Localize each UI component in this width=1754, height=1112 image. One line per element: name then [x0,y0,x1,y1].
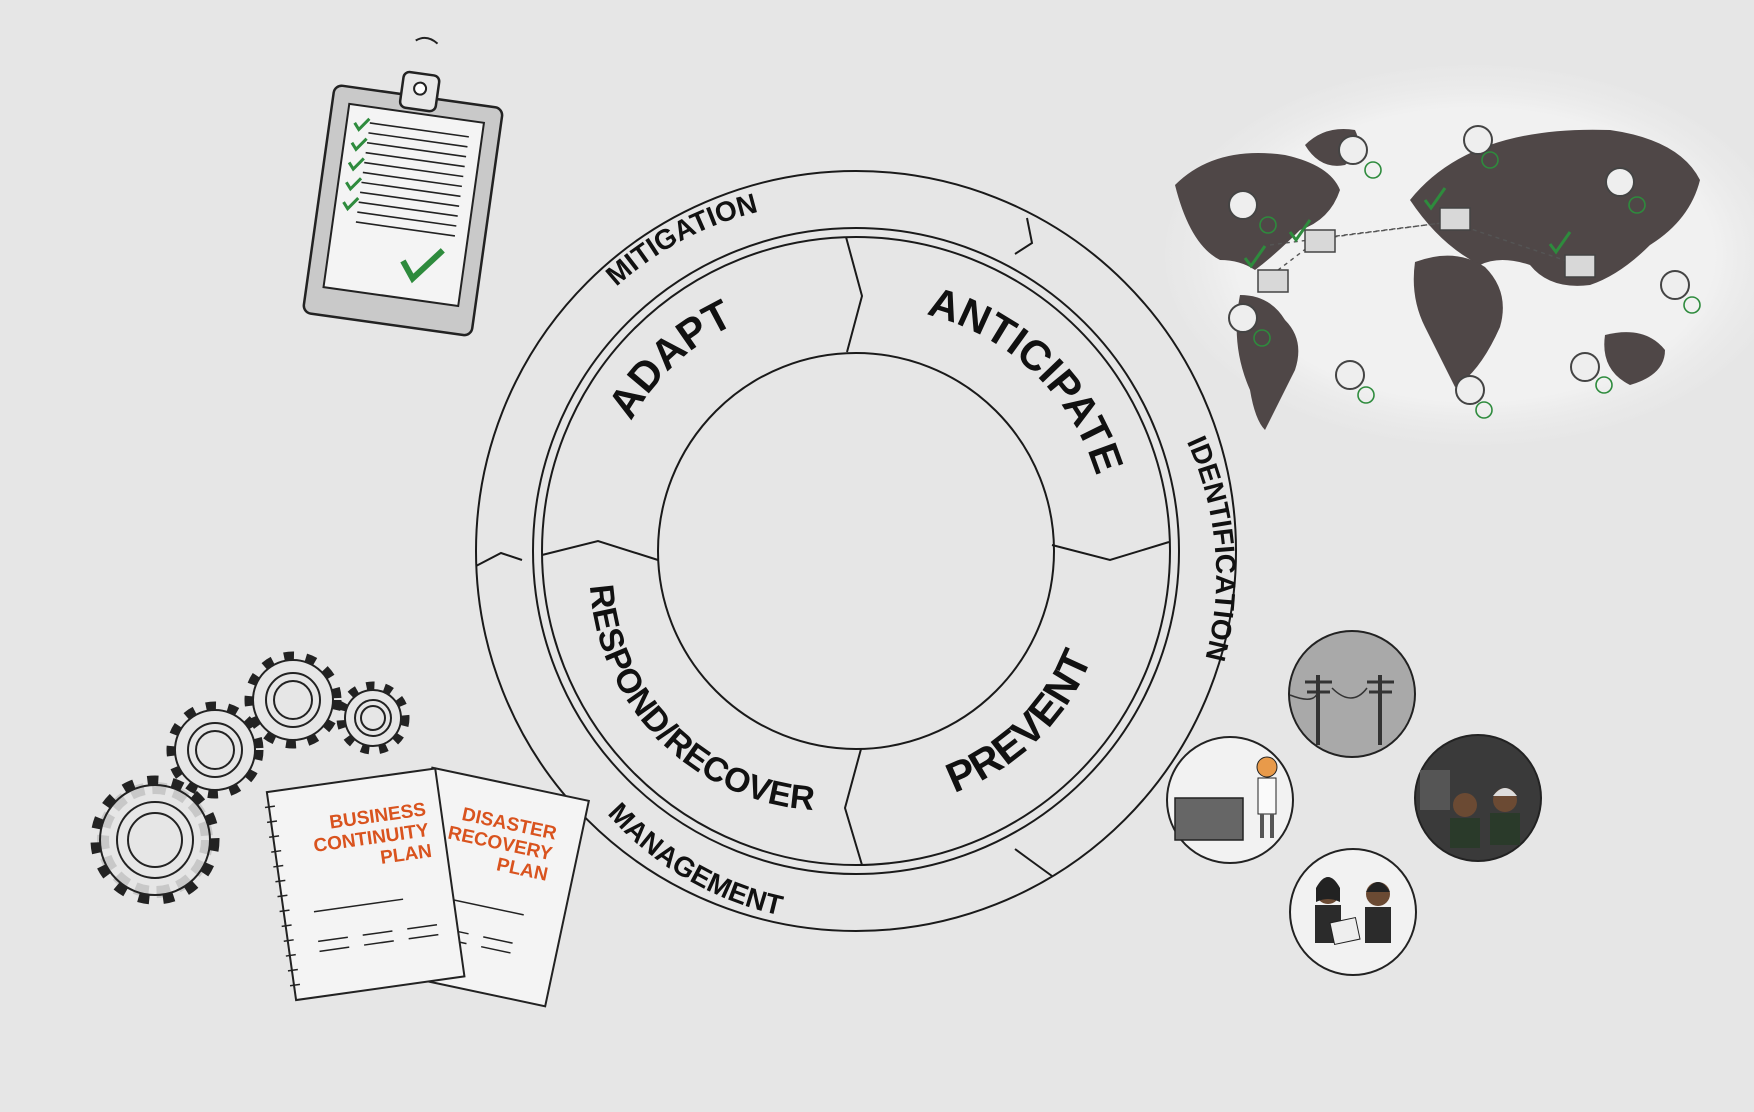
label-mitigation: MITIGATION [600,187,760,291]
inner-divider-left [541,539,659,561]
label-identification: IDENTIFICATION [1181,431,1241,664]
inner-divider-top [845,236,864,353]
outer-ring-inner-edge [532,227,1180,875]
inner-ring-edge [541,236,1171,866]
gears-icon [90,651,410,905]
meeting-icon [1289,848,1417,976]
business-continuity-plan-document: BUSINESS CONTINUITY PLAN [264,767,466,1002]
resilience-wheel: MITIGATION IDENTIFICATION MANAGEMENT ADA… [475,170,1241,932]
map-location-icon [1228,125,1690,405]
label-respond-recover: RESPOND/RECOVER [582,583,817,819]
power-lines-icon [1288,630,1416,758]
outer-ring-edge [475,170,1237,932]
inner-divider-bottom [843,748,863,866]
inner-divider-right [1051,541,1170,562]
label-adapt: ADAPT [599,290,740,426]
team-dark-icon [1414,734,1542,862]
outer-divider-top [1014,217,1034,255]
clipboard-checklist-icon [302,36,504,337]
server-icon [1257,207,1596,293]
center-circle [657,352,1055,750]
world-map-icon [1165,65,1754,445]
outer-divider-left [475,551,523,567]
label-prevent: PREVENT [939,642,1100,801]
outer-divider-bottom [1014,848,1053,877]
technician-icon [1166,736,1294,864]
